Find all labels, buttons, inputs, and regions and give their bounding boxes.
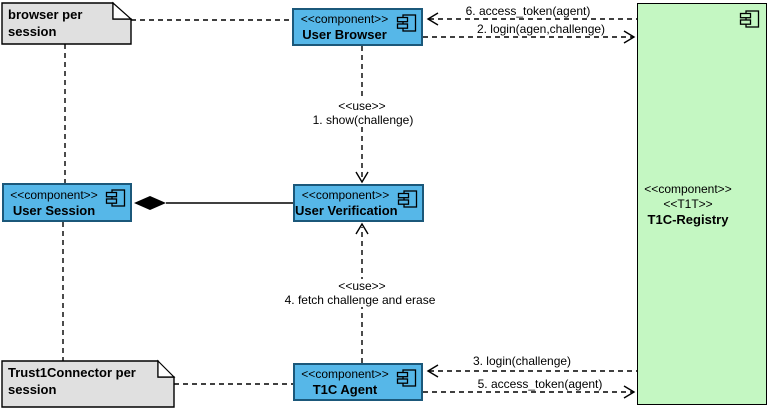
edge-stereotype-use-top: <<use>>: [336, 99, 388, 113]
component-icon: [396, 369, 417, 387]
component-icon: [105, 189, 126, 207]
component-stereotype: <<component>>: [10, 187, 98, 202]
edge-label-2: 2. login(agen,challenge): [474, 22, 608, 36]
edge-6-arrow: [426, 12, 637, 26]
edge-label-3: 3. login(challenge): [470, 354, 574, 368]
component-t1c-agent[interactable]: <<component>> T1C Agent: [293, 363, 423, 401]
component-stereotype: <<component>>: [300, 12, 389, 26]
component-user-session[interactable]: <<component>> User Session: [2, 183, 132, 222]
note-text: Trust1Connector per session: [8, 365, 136, 397]
edge-2-arrow: [423, 30, 636, 44]
component-stereotype: <<component>>: [301, 188, 390, 202]
note-trust1connector-per-session[interactable]: Trust1Connector per session: [2, 361, 174, 407]
component-icon: [739, 10, 760, 28]
edge-3-arrow: [426, 364, 637, 378]
component-name: T1C Agent: [312, 382, 378, 397]
component-t1c-registry[interactable]: <<component>> <<T1T>> T1C-Registry: [637, 3, 767, 405]
component-name: User Session: [12, 202, 96, 218]
component-name: User Verification: [295, 203, 398, 218]
component-name: User Browser: [302, 27, 387, 42]
edge-label-4: 4. fetch challenge and erase: [282, 293, 438, 307]
component-user-browser[interactable]: <<component>> User Browser: [292, 8, 423, 46]
note-trust1connector-shape: [1, 359, 176, 408]
component-user-verification[interactable]: <<component>> User Verification: [293, 184, 424, 222]
edge-stereotype-use-bottom: <<use>>: [336, 279, 388, 293]
composition-diamond: [134, 196, 166, 210]
component-stereotype: <<component>>: [301, 367, 389, 381]
edge-label-5: 5. access_token(agent): [475, 377, 605, 391]
component-name: T1C-Registry: [647, 211, 729, 227]
composition-usersession-userverification: [134, 196, 293, 210]
edge-label-6: 6. access_token(agent): [463, 4, 593, 18]
note-browser-per-session[interactable]: browser per session: [2, 3, 131, 44]
component-stereotype: <<component>>: [644, 181, 732, 196]
component-stereotype2: <<T1T>>: [663, 196, 713, 211]
note-text: browser per session: [8, 7, 83, 39]
edge-5-arrow: [423, 385, 636, 399]
note-browser-shape: [1, 1, 133, 45]
edge-label-1: 1. show(challenge): [310, 113, 416, 127]
component-icon: [396, 14, 417, 32]
component-icon: [397, 190, 418, 208]
